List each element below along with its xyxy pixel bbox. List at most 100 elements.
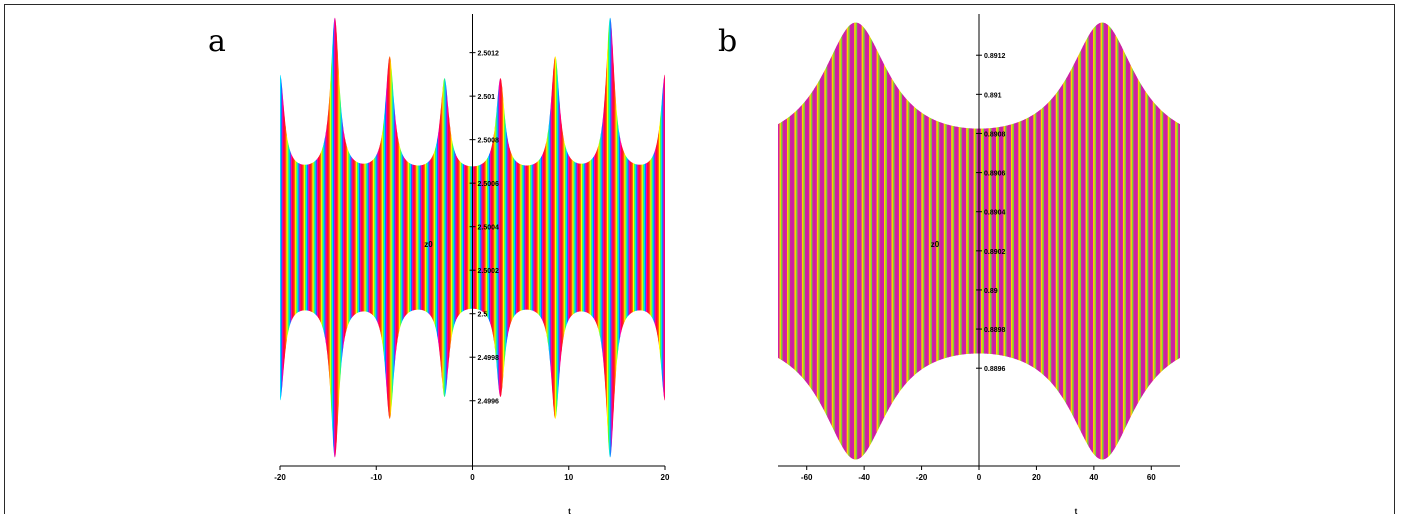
color-stripe [394, 17, 397, 458]
color-stripe [1103, 22, 1106, 460]
color-stripe [575, 17, 578, 458]
color-stripe [1151, 22, 1154, 460]
color-stripe [370, 17, 373, 458]
color-stripe [1106, 22, 1109, 460]
color-stripe [521, 17, 524, 458]
color-stripe [662, 17, 664, 458]
color-stripe [479, 17, 481, 458]
color-stripe [1009, 22, 1012, 460]
color-stripe [892, 22, 896, 460]
color-stripe [789, 22, 793, 460]
color-stripe [1018, 22, 1021, 460]
color-stripe [612, 17, 615, 458]
color-stripe [782, 22, 785, 460]
color-stripe [821, 22, 824, 460]
data-band [778, 22, 1180, 460]
color-stripe [819, 22, 822, 460]
color-stripe [382, 17, 385, 458]
color-stripe [1027, 22, 1030, 460]
color-stripe [621, 17, 623, 458]
y-tick-label: 2.5008 [478, 138, 500, 145]
color-stripe [625, 17, 628, 458]
color-stripe [597, 17, 599, 458]
color-stripe [300, 17, 303, 458]
color-stripe [538, 17, 541, 458]
color-stripe [1145, 22, 1148, 460]
x-tick-label: 10 [564, 473, 573, 482]
color-stripe [637, 17, 640, 458]
color-stripe [785, 22, 788, 460]
color-stripe [1084, 22, 1087, 460]
color-stripe [326, 17, 329, 458]
color-stripe [374, 17, 376, 458]
color-stripe [310, 17, 312, 458]
color-stripe [488, 17, 491, 458]
color-stripe [463, 17, 465, 458]
color-stripe [882, 22, 885, 460]
color-stripe [312, 17, 315, 458]
color-stripe [988, 22, 991, 460]
y-tick-label: 0.89 [984, 288, 998, 295]
color-stripe [1100, 22, 1103, 460]
color-stripe [645, 17, 648, 458]
color-stripe [404, 17, 407, 458]
color-stripe [1052, 22, 1055, 460]
color-stripe [952, 22, 955, 460]
color-stripe [839, 22, 842, 460]
color-stripe [1170, 22, 1173, 460]
color-stripe [469, 17, 472, 458]
color-stripe [918, 22, 921, 460]
color-stripe [815, 22, 818, 460]
color-stripe [330, 17, 333, 458]
color-stripe [795, 22, 799, 460]
panel-label-a: a [208, 24, 226, 59]
color-stripe [576, 17, 579, 458]
color-stripe [601, 17, 604, 458]
color-stripe [448, 17, 451, 458]
color-stripe [1119, 22, 1123, 460]
color-stripe [579, 17, 582, 458]
color-stripe [626, 17, 629, 458]
color-stripe [955, 22, 958, 460]
color-stripe [1081, 22, 1084, 460]
color-stripe [283, 17, 285, 458]
color-stripe [1021, 22, 1024, 460]
color-stripe [367, 17, 370, 458]
color-stripe [970, 22, 973, 460]
y-axis-label: z0 [931, 240, 940, 249]
color-stripe [663, 17, 665, 458]
color-stripe [366, 17, 369, 458]
color-stripe [658, 17, 661, 458]
color-stripe [879, 22, 882, 460]
color-stripe [388, 17, 390, 458]
color-stripe [653, 17, 656, 458]
color-stripe [532, 17, 534, 458]
color-stripe [557, 17, 559, 458]
color-stripe [1034, 22, 1037, 460]
color-stripe [858, 22, 861, 460]
color-stripe [494, 17, 497, 458]
color-stripe [549, 17, 552, 458]
color-stripe [640, 17, 643, 458]
color-stripe [513, 17, 516, 458]
color-stripe [1070, 22, 1073, 460]
color-stripe [1061, 22, 1064, 460]
color-stripe [1075, 22, 1078, 460]
color-stripe [623, 17, 625, 458]
color-stripe [587, 17, 590, 458]
color-stripe [963, 22, 966, 460]
color-stripe [641, 17, 644, 458]
color-stripe [973, 22, 976, 460]
color-stripe [519, 17, 521, 458]
color-stripe [898, 22, 902, 460]
color-stripe [927, 22, 930, 460]
color-stripe [433, 17, 436, 458]
color-stripe [354, 17, 357, 458]
y-axis-label: z0 [424, 240, 433, 249]
color-stripe [639, 17, 642, 458]
color-stripe [588, 17, 591, 458]
color-stripe [1158, 22, 1161, 460]
color-stripe [1143, 22, 1146, 460]
color-stripe [533, 17, 536, 458]
